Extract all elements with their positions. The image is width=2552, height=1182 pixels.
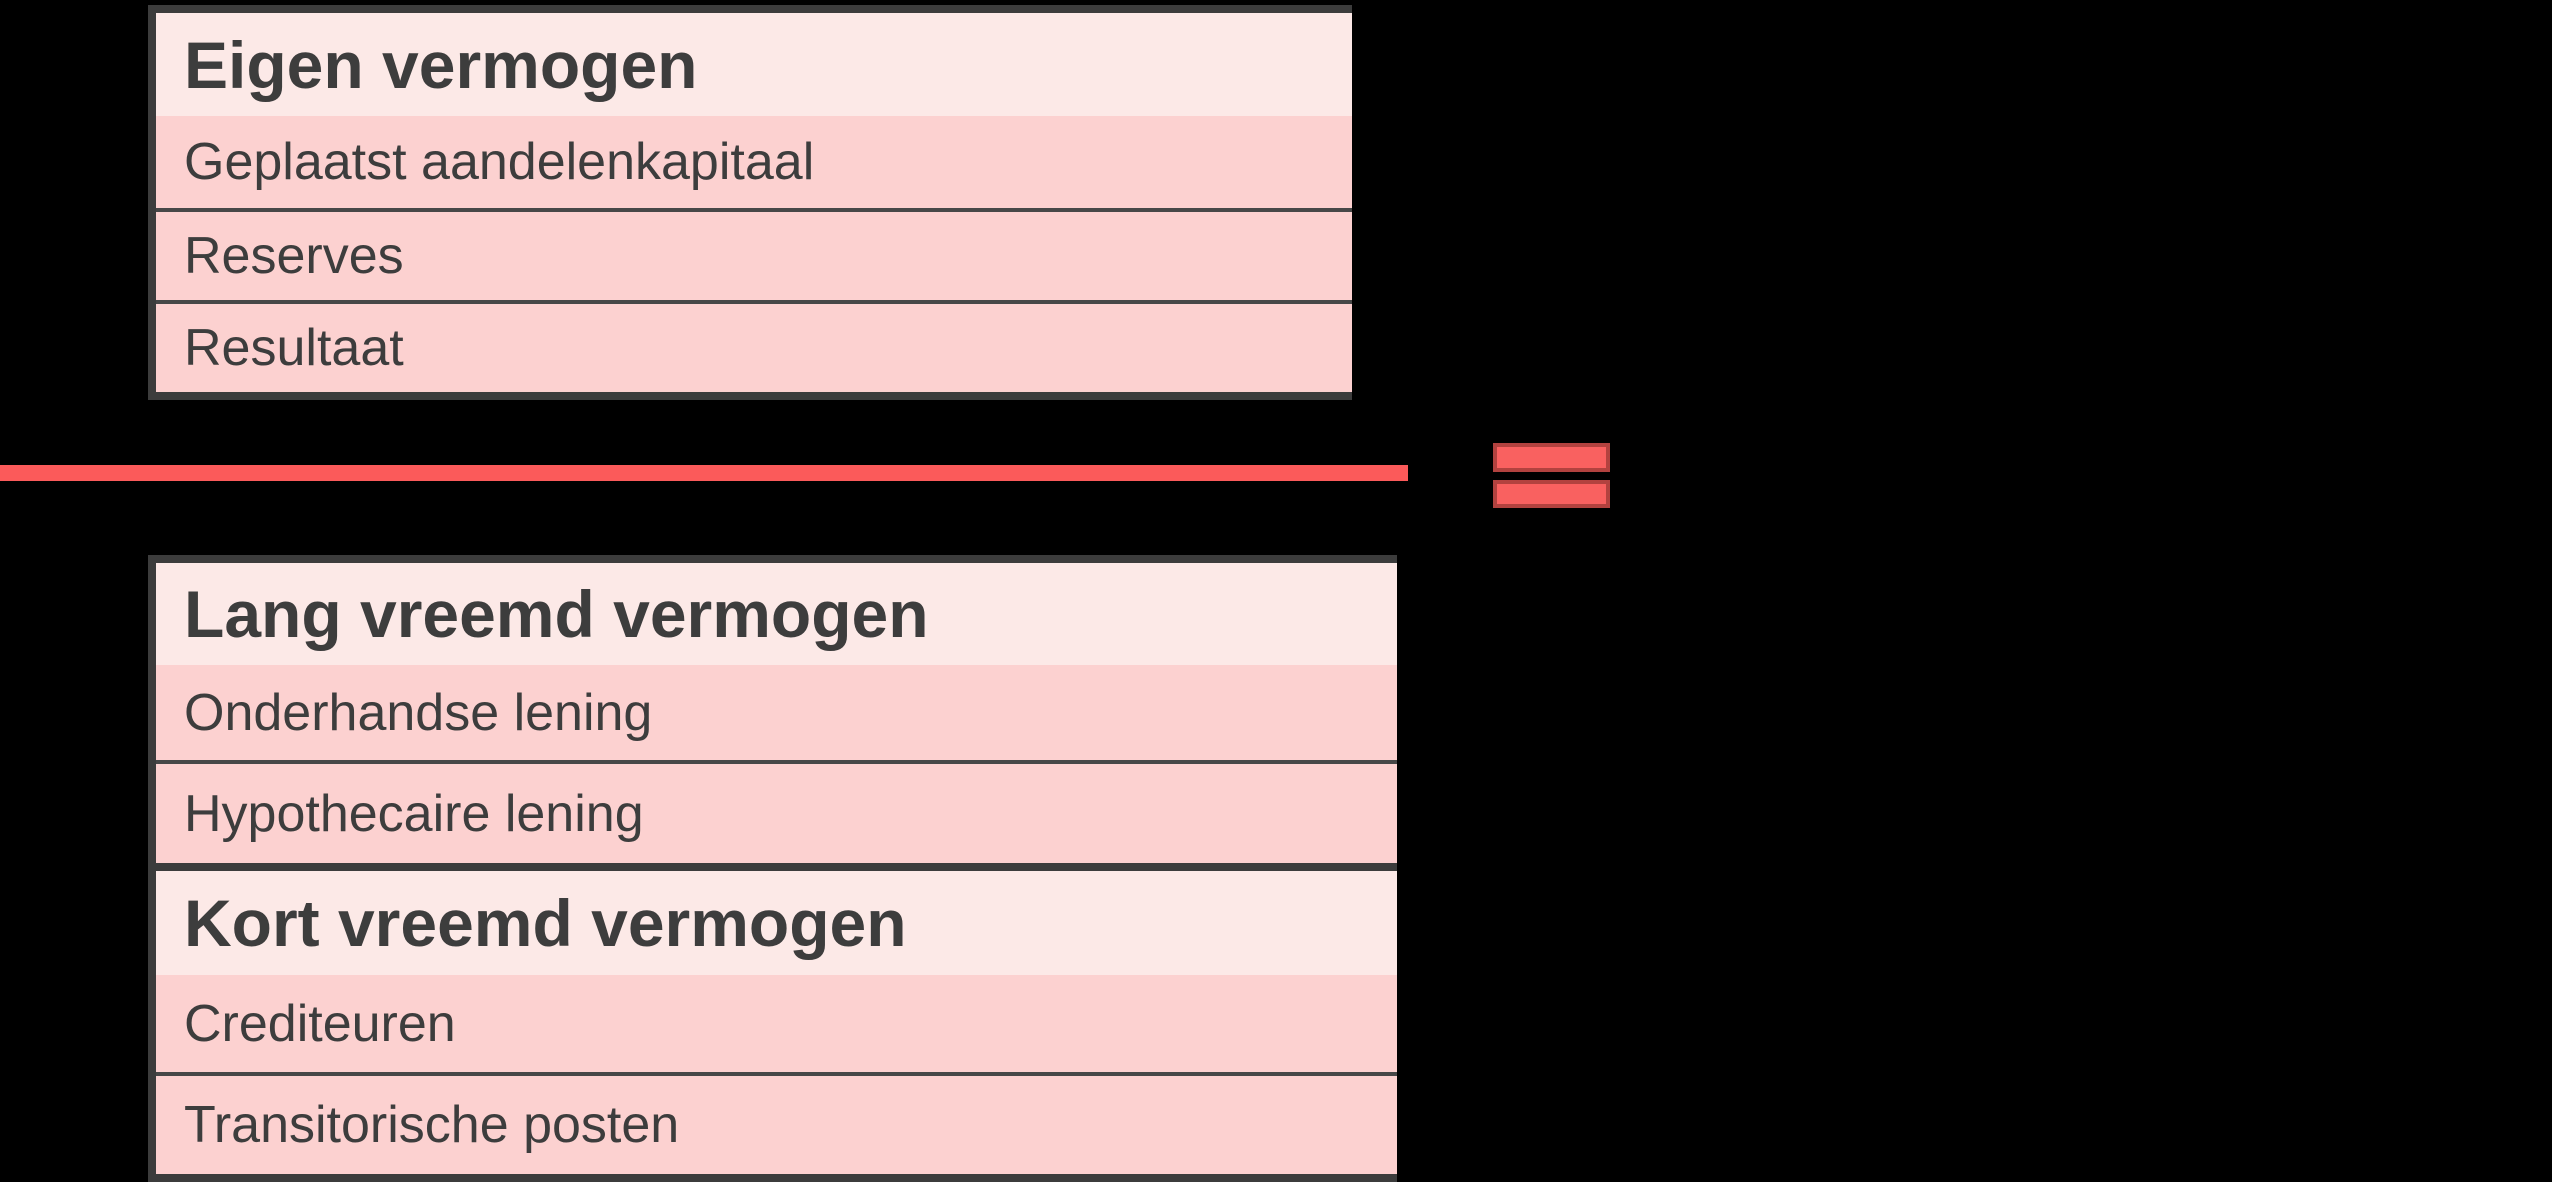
row-divider xyxy=(156,760,1397,764)
liabilities-table: Lang vreemd vermogen Onderhandse lening … xyxy=(148,555,1397,1182)
table-row: Onderhandse lening xyxy=(156,665,1397,760)
equity-table: Eigen vermogen Geplaatst aandelenkapitaa… xyxy=(148,5,1352,400)
row-divider xyxy=(156,1072,1397,1076)
section-divider xyxy=(156,863,1397,871)
equals-bar-top xyxy=(1493,443,1610,472)
table-row: Transitorische posten xyxy=(156,1076,1397,1174)
sum-line xyxy=(0,465,1408,481)
table-row: Crediteuren xyxy=(156,975,1397,1072)
table-row: Geplaatst aandelenkapitaal xyxy=(156,116,1352,208)
equity-table-title: Eigen vermogen xyxy=(156,13,1352,116)
table-row: Resultaat xyxy=(156,304,1352,392)
long-term-liabilities-title: Lang vreemd vermogen xyxy=(156,563,1397,665)
row-divider xyxy=(156,208,1352,212)
equals-bar-bottom xyxy=(1493,480,1610,508)
equals-icon xyxy=(1493,443,1610,508)
row-divider xyxy=(156,300,1352,304)
table-row: Hypothecaire lening xyxy=(156,764,1397,863)
table-row: Reserves xyxy=(156,212,1352,300)
short-term-liabilities-title: Kort vreemd vermogen xyxy=(156,871,1397,975)
